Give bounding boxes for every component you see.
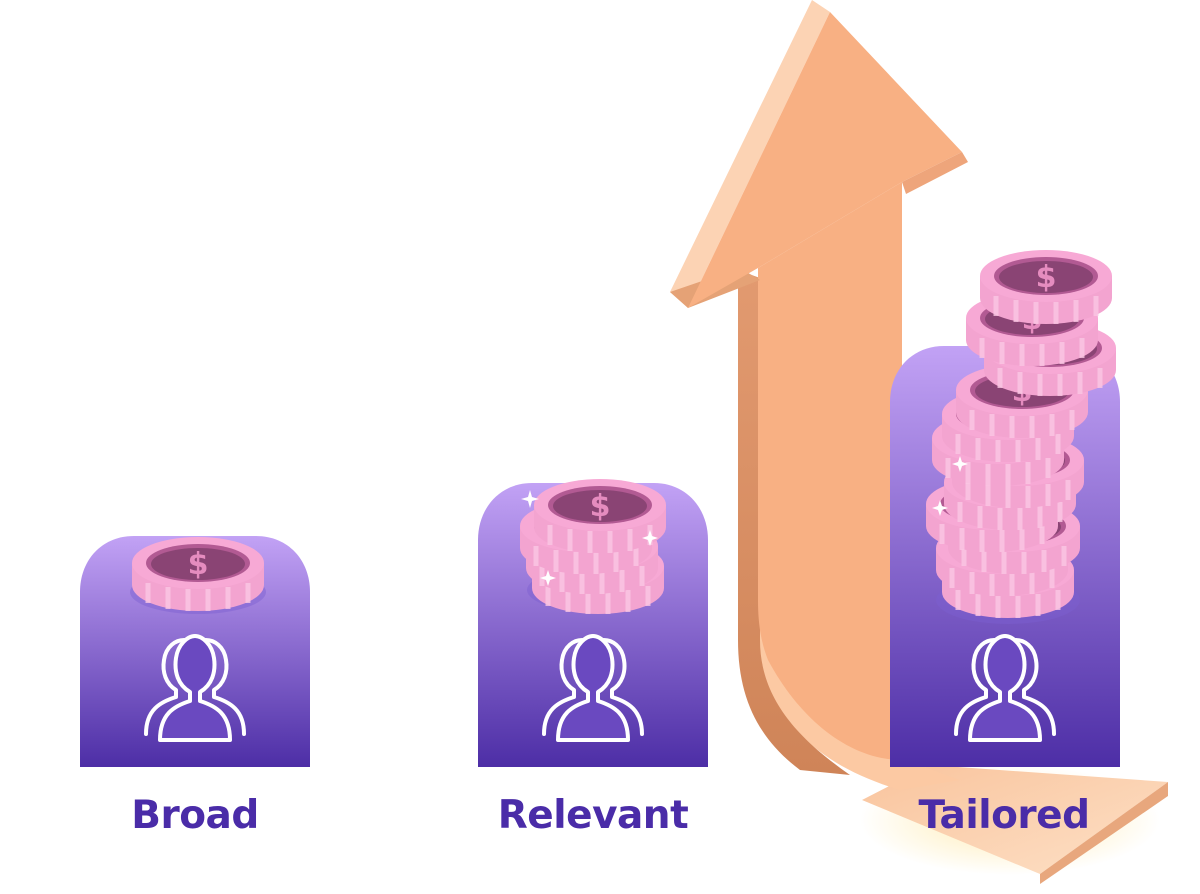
growth-arrow-icon <box>670 0 1168 884</box>
dollar-coin-icon <box>980 250 1112 324</box>
tier-label-tailored: Tailored <box>918 793 1090 838</box>
dollar-coin-icon <box>132 537 264 611</box>
tier-label-broad: Broad <box>131 793 259 838</box>
tier-label-relevant: Relevant <box>497 793 689 838</box>
dollar-coin-icon <box>534 479 666 553</box>
coin-stack-relevant <box>520 479 666 614</box>
coin-stack-broad <box>132 537 264 611</box>
coin-stack-tailored <box>926 250 1116 618</box>
